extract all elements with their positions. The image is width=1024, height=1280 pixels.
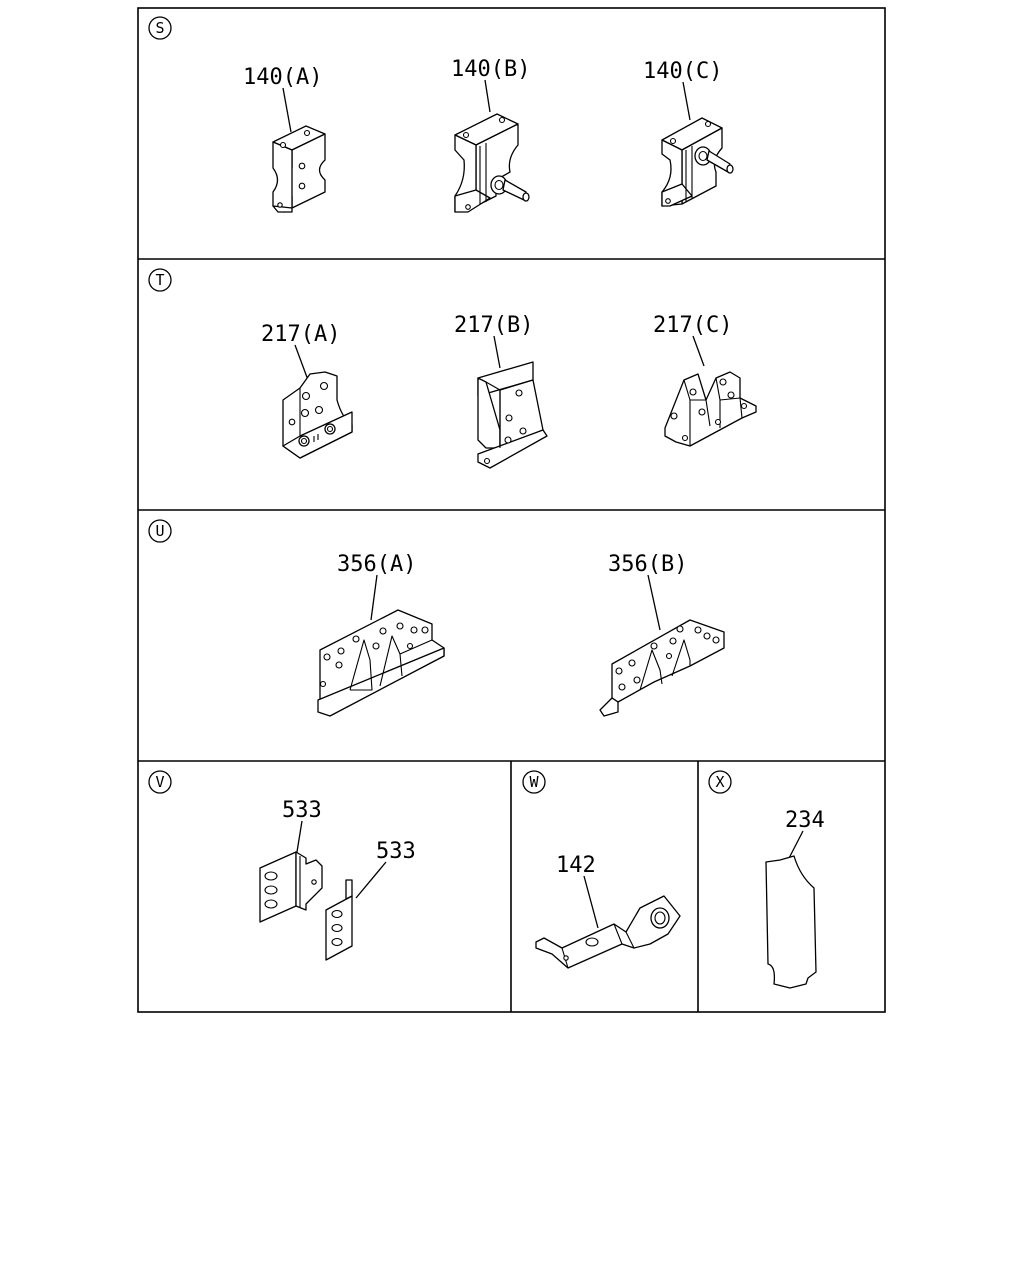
svg-text:X: X [715, 773, 724, 791]
bracket-140b-icon [454, 113, 530, 213]
part-label-533-lower: 533 [376, 839, 416, 864]
part-label-234: 234 [785, 808, 825, 833]
section-s: S 140(A) 140(B) 140(C) [148, 16, 734, 213]
diagram-frame [137, 7, 886, 1013]
plate-533-icon [259, 851, 323, 923]
part-label-217a: 217(A) [261, 322, 340, 347]
part-label-217b: 217(B) [454, 313, 533, 338]
svg-text:U: U [155, 522, 164, 540]
bracket-356b-icon [599, 619, 725, 717]
section-marker-v: V [148, 770, 172, 794]
svg-text:T: T [155, 271, 164, 289]
part-label-356b: 356(B) [608, 552, 687, 577]
part-label-356a: 356(A) [337, 552, 416, 577]
bracket-140c-icon [661, 117, 734, 207]
section-t: T 217(A) 217(B) 217(C) [148, 268, 757, 469]
bracket-142-icon [535, 895, 681, 969]
part-label-140a: 140(A) [243, 65, 322, 90]
part-label-533-upper: 533 [282, 798, 322, 823]
plate-533-icon [325, 879, 353, 961]
bracket-356a-icon [317, 609, 445, 717]
part-label-217c: 217(C) [653, 313, 732, 338]
svg-text:S: S [155, 19, 164, 37]
section-u: U 356(A) 356(B) [148, 519, 725, 717]
section-v: V 533 533 [148, 770, 416, 961]
section-marker-w: W [522, 770, 546, 794]
bracket-217a-icon [282, 371, 353, 459]
section-marker-u: U [148, 519, 172, 543]
svg-text:V: V [155, 773, 164, 791]
bracket-217b-icon [477, 361, 548, 469]
part-label-142: 142 [556, 853, 596, 878]
section-marker-x: X [708, 770, 732, 794]
part-label-140b: 140(B) [451, 57, 530, 82]
bracket-217c-icon [664, 371, 757, 447]
part-label-140c: 140(C) [643, 59, 722, 84]
section-marker-t: T [148, 268, 172, 292]
plate-234-icon [765, 855, 817, 989]
section-marker-s: S [148, 16, 172, 40]
svg-text:W: W [529, 773, 539, 791]
section-w: W 142 [522, 770, 681, 969]
section-x: X 234 [708, 770, 825, 989]
bracket-140a-icon [272, 125, 326, 213]
